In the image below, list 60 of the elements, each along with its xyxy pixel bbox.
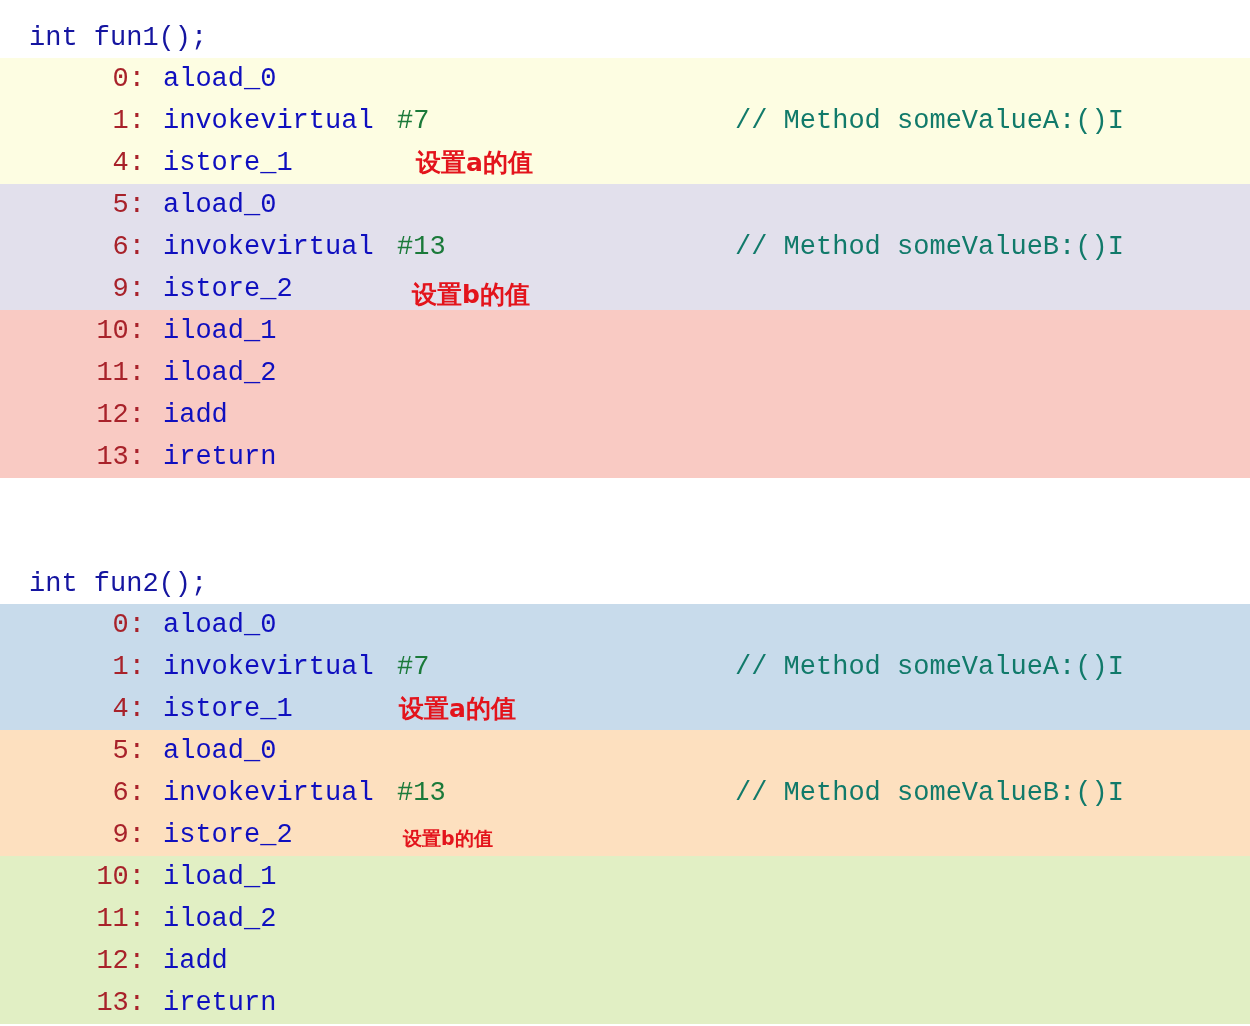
line-offset: 9: xyxy=(111,820,145,850)
line-offset: 4: xyxy=(111,148,145,178)
method-signature: int fun2(); xyxy=(29,569,208,599)
annotation-note: 设置b的值 xyxy=(403,826,493,851)
opcode: ireturn xyxy=(163,988,277,1018)
operand: #7 xyxy=(397,106,430,136)
line-offset: 6: xyxy=(111,232,145,262)
opcode: ireturn xyxy=(163,442,277,472)
code-comment: // Method someValueB:()I xyxy=(735,232,1124,262)
annotation-note: 设置a的值 xyxy=(416,147,533,179)
code-band xyxy=(0,730,1250,856)
line-offset: 4: xyxy=(111,694,145,724)
opcode: iload_1 xyxy=(163,316,277,346)
opcode: aload_0 xyxy=(163,190,277,220)
opcode: aload_0 xyxy=(163,64,277,94)
line-offset: 13: xyxy=(95,442,145,472)
line-offset: 1: xyxy=(111,106,145,136)
code-comment: // Method someValueB:()I xyxy=(735,778,1124,808)
opcode: iadd xyxy=(163,400,228,430)
opcode: iload_2 xyxy=(163,358,277,388)
line-offset: 11: xyxy=(95,358,145,388)
code-band xyxy=(0,856,1250,1024)
line-offset: 5: xyxy=(111,190,145,220)
opcode: invokevirtual xyxy=(163,106,374,136)
opcode: istore_1 xyxy=(163,148,293,178)
line-offset: 9: xyxy=(111,274,145,304)
annotation-note: 设置b的值 xyxy=(412,279,530,311)
line-offset: 13: xyxy=(95,988,145,1018)
line-offset: 6: xyxy=(111,778,145,808)
operand: #13 xyxy=(397,232,446,262)
opcode: iadd xyxy=(163,946,228,976)
opcode: invokevirtual xyxy=(163,232,374,262)
line-offset: 10: xyxy=(95,862,145,892)
line-offset: 10: xyxy=(95,316,145,346)
opcode: aload_0 xyxy=(163,610,277,640)
code-comment: // Method someValueA:()I xyxy=(735,652,1124,682)
opcode: istore_2 xyxy=(163,274,293,304)
line-offset: 12: xyxy=(95,946,145,976)
method-signature: int fun1(); xyxy=(29,23,208,53)
line-offset: 5: xyxy=(111,736,145,766)
opcode: iload_2 xyxy=(163,904,277,934)
opcode: istore_2 xyxy=(163,820,293,850)
line-offset: 1: xyxy=(111,652,145,682)
operand: #13 xyxy=(397,778,446,808)
annotation-note: 设置a的值 xyxy=(399,693,516,725)
opcode: invokevirtual xyxy=(163,652,374,682)
code-band xyxy=(0,604,1250,730)
code-band xyxy=(0,310,1250,478)
opcode: istore_1 xyxy=(163,694,293,724)
line-offset: 12: xyxy=(95,400,145,430)
opcode: invokevirtual xyxy=(163,778,374,808)
operand: #7 xyxy=(397,652,430,682)
opcode: iload_1 xyxy=(163,862,277,892)
opcode: aload_0 xyxy=(163,736,277,766)
line-offset: 0: xyxy=(111,64,145,94)
line-offset: 11: xyxy=(95,904,145,934)
code-band xyxy=(0,184,1250,310)
code-band xyxy=(0,58,1250,184)
line-offset: 0: xyxy=(111,610,145,640)
code-comment: // Method someValueA:()I xyxy=(735,106,1124,136)
